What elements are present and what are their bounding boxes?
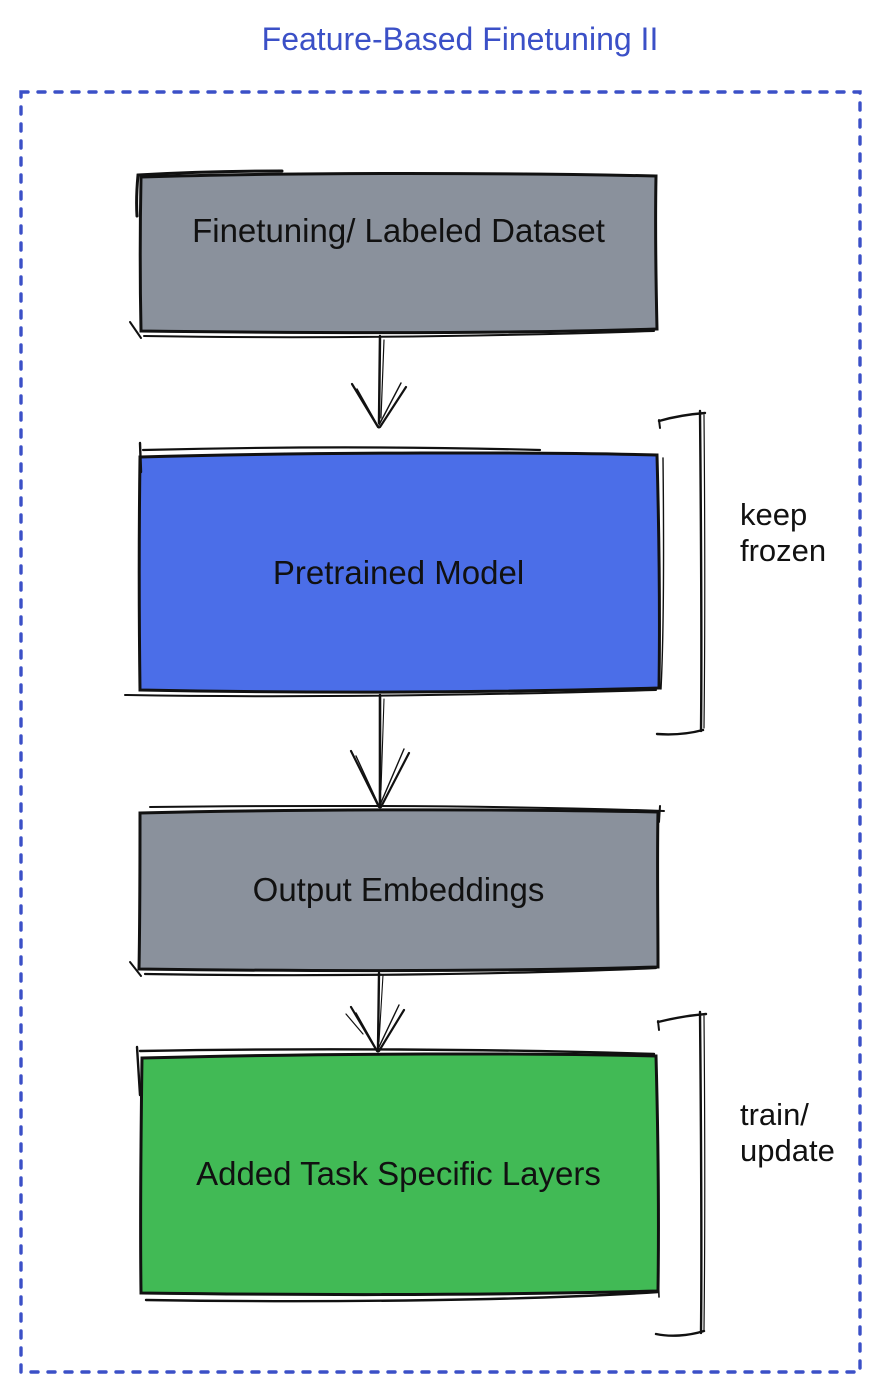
bracket-top-tick bbox=[657, 411, 707, 423]
dotted-frame bbox=[19, 90, 862, 1374]
bracket-stub bbox=[657, 1020, 660, 1031]
arrow-head bbox=[378, 385, 408, 429]
annotation-line: frozen bbox=[740, 533, 827, 568]
bracket-vertical bbox=[703, 414, 706, 729]
bracket-train-update bbox=[654, 1010, 708, 1337]
arrow-shaft bbox=[380, 339, 385, 419]
bracket-vertical bbox=[698, 409, 703, 733]
node-output-embeddings-shape bbox=[129, 805, 665, 977]
sketch-overdraw bbox=[138, 1048, 656, 1056]
node-finetuning-dataset-shape bbox=[129, 169, 659, 339]
node-finetuning-dataset-label: Finetuning/ Labeled Dataset bbox=[192, 212, 605, 249]
arrow-head bbox=[355, 755, 381, 809]
arrow-shaft bbox=[376, 971, 381, 1051]
node-output-embeddings-box bbox=[137, 808, 660, 973]
node-added-task-specific-layers-label: Added Task Specific Layers bbox=[196, 1155, 601, 1192]
bracket-stub bbox=[658, 419, 661, 429]
annotation-train-update: train/ update bbox=[740, 1097, 835, 1169]
arrow-shaft bbox=[380, 698, 385, 791]
arrow-head bbox=[356, 388, 380, 429]
sketch-overdraw bbox=[129, 961, 142, 977]
arrow-head bbox=[355, 1012, 379, 1053]
sketch-overdraw bbox=[141, 446, 542, 452]
arrow-head bbox=[377, 1004, 400, 1050]
sketch-overdraw bbox=[143, 330, 655, 339]
bracket-top-tick bbox=[656, 1012, 708, 1024]
sketch-overdraw bbox=[124, 689, 657, 698]
annotation-line: keep bbox=[740, 497, 808, 532]
arrow-head bbox=[345, 1013, 364, 1035]
arrow-pretrained-to-embeddings bbox=[349, 693, 411, 809]
arrow-embeddings-to-layers bbox=[345, 971, 406, 1053]
node-pretrained-model-box bbox=[137, 451, 661, 694]
node-pretrained-model-label: Pretrained Model bbox=[272, 553, 525, 591]
bracket-vertical bbox=[698, 1010, 703, 1335]
annotation-keep-frozen: keep frozen bbox=[740, 497, 826, 569]
sketch-overdraw bbox=[138, 441, 143, 474]
arrow-shaft bbox=[377, 334, 382, 425]
arrow-shaft bbox=[378, 974, 384, 1043]
bracket-bottom-tick bbox=[655, 728, 705, 736]
node-output-embeddings-label: Output Embeddings bbox=[252, 871, 545, 908]
node-added-task-specific-layers-shape bbox=[135, 1045, 660, 1303]
arrow-head bbox=[379, 751, 411, 809]
diagram-title: Feature-Based Finetuning II bbox=[261, 21, 659, 57]
node-finetuning-dataset-box bbox=[138, 172, 659, 335]
annotation-line: update bbox=[740, 1133, 835, 1168]
arrow-dataset-to-pretrained bbox=[350, 334, 408, 429]
arrow-head bbox=[378, 382, 402, 426]
sketch-overdraw bbox=[135, 169, 284, 218]
sketch-overdraw bbox=[657, 1269, 660, 1298]
sketch-overdraw bbox=[149, 805, 665, 812]
bracket-bottom-tick bbox=[654, 1329, 706, 1337]
node-pretrained-model-shape bbox=[124, 441, 665, 698]
arrow-head bbox=[377, 1008, 406, 1053]
sketch-overdraw bbox=[144, 1290, 660, 1303]
arrow-head bbox=[349, 749, 381, 809]
bracket-keep-frozen bbox=[655, 409, 707, 736]
arrow-head bbox=[379, 748, 405, 806]
bracket-vertical bbox=[703, 1015, 706, 1331]
annotation-line: train/ bbox=[740, 1097, 809, 1132]
sketch-overdraw bbox=[660, 457, 665, 690]
sketch-overdraw bbox=[135, 1045, 142, 1097]
sketch-overdraw bbox=[658, 805, 661, 823]
sketch-overdraw bbox=[129, 321, 142, 339]
sketch-overdraw bbox=[143, 966, 658, 977]
